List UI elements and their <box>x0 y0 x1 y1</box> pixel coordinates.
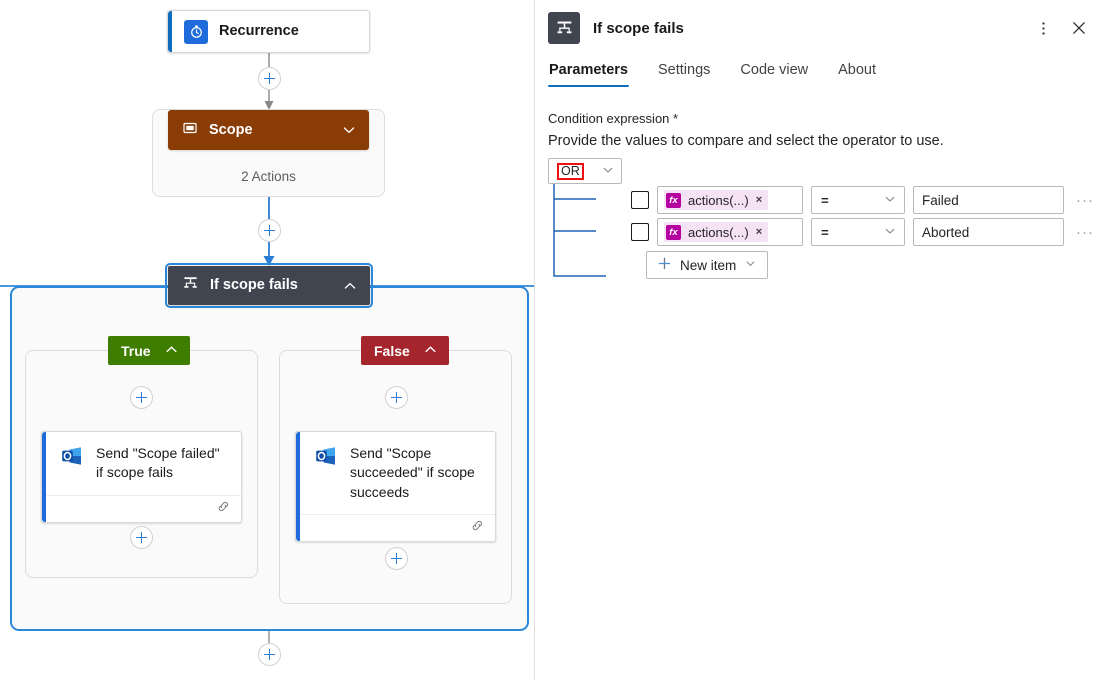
chevron-up-icon[interactable] <box>164 342 179 360</box>
row-checkbox[interactable] <box>631 191 649 209</box>
panel-header: If scope fails <box>536 0 1110 44</box>
logical-operator-row: OR <box>548 158 1094 184</box>
workflow-canvas[interactable]: Recurrence Scope 2 Actions <box>0 0 535 680</box>
condition-row: fx actions(...) × = Aborted ··· <box>631 216 1094 248</box>
branch-label-true-text: True <box>121 342 151 359</box>
branch-label-false[interactable]: False <box>361 336 449 365</box>
scope-actions-summary: 2 Actions <box>241 168 296 184</box>
add-action-button-false-bottom[interactable] <box>385 547 408 570</box>
operator-select[interactable]: = <box>811 218 905 246</box>
row-checkbox[interactable] <box>631 223 649 241</box>
outlook-icon <box>314 444 338 502</box>
remove-token-icon[interactable]: × <box>755 194 763 206</box>
tab-code-view[interactable]: Code view <box>739 58 809 87</box>
branch-label-false-text: False <box>374 342 410 359</box>
expression-token-chip[interactable]: fx actions(...) × <box>664 190 769 210</box>
panel-tabs: Parameters Settings Code view About <box>536 44 1110 87</box>
node-scope-header[interactable]: Scope <box>168 110 369 150</box>
chevron-down-icon[interactable] <box>744 257 757 273</box>
action-card-send-scope-failed[interactable]: Send "Scope failed" if scope fails <box>41 431 242 523</box>
add-action-button-true-bottom[interactable] <box>130 526 153 549</box>
condition-icon <box>548 12 580 44</box>
condition-expression-label: Condition expression * <box>548 111 1094 126</box>
new-item-label: New item <box>680 257 737 273</box>
card-accent-bar <box>296 432 300 541</box>
tab-about[interactable]: About <box>837 58 877 87</box>
add-action-button-after-recurrence[interactable] <box>258 67 281 90</box>
logical-operator-select[interactable]: OR <box>548 158 622 184</box>
add-action-button-false-top[interactable] <box>385 386 408 409</box>
condition-row: fx actions(...) × = Failed ··· <box>631 184 1094 216</box>
close-icon[interactable] <box>1064 13 1094 43</box>
new-item-row: New item <box>646 251 1094 279</box>
row-more-icon[interactable]: ··· <box>1076 191 1094 209</box>
scope-icon <box>182 120 198 141</box>
panel-body: Condition expression * Provide the value… <box>536 87 1110 279</box>
required-marker: * <box>673 111 679 126</box>
recurrence-clock-icon <box>184 19 208 44</box>
token-label: actions(...) <box>688 192 749 208</box>
connection-icon[interactable] <box>216 499 231 519</box>
condition-rows: fx actions(...) × = Failed ··· <box>548 184 1094 279</box>
node-if-scope-fails[interactable]: If scope fails <box>165 263 373 308</box>
remove-token-icon[interactable]: × <box>755 226 763 238</box>
function-icon: fx <box>666 192 681 208</box>
panel-header-actions <box>1028 13 1094 43</box>
details-panel: If scope fails Parameters Setti <box>536 0 1110 680</box>
tab-settings[interactable]: Settings <box>657 58 711 87</box>
branch-label-true[interactable]: True <box>108 336 190 365</box>
add-action-button-true-top[interactable] <box>130 386 153 409</box>
action-card-title: Send "Scope succeeded" if scope succeeds <box>350 445 475 500</box>
logical-operator-value: OR <box>557 162 584 180</box>
chevron-up-icon[interactable] <box>423 342 438 360</box>
node-recurrence-title: Recurrence <box>219 23 299 40</box>
operator-value: = <box>821 192 829 208</box>
operand-right-field[interactable]: Aborted <box>912 218 1064 246</box>
operand-left-field[interactable]: fx actions(...) × <box>657 186 804 214</box>
operand-right-field[interactable]: Failed <box>912 186 1064 214</box>
chevron-down-icon[interactable] <box>883 224 897 241</box>
node-if-title: If scope fails <box>210 277 298 294</box>
operator-select[interactable]: = <box>811 186 905 214</box>
action-card-footer <box>296 513 495 541</box>
chevron-down-icon[interactable] <box>883 192 897 209</box>
operator-value: = <box>821 224 829 240</box>
action-card-send-scope-succeeded[interactable]: Send "Scope succeeded" if scope succeeds <box>295 431 496 542</box>
expression-token-chip[interactable]: fx actions(...) × <box>664 222 769 242</box>
token-label: actions(...) <box>688 224 749 240</box>
condition-expression-label-text: Condition expression <box>548 111 670 126</box>
tab-parameters[interactable]: Parameters <box>548 58 629 87</box>
action-card-footer <box>42 494 241 522</box>
chevron-up-icon[interactable] <box>342 278 358 294</box>
new-item-button[interactable]: New item <box>646 251 769 279</box>
node-recurrence[interactable]: Recurrence <box>167 10 370 53</box>
operand-left-field[interactable]: fx actions(...) × <box>657 218 804 246</box>
chevron-down-icon[interactable] <box>341 122 357 138</box>
row-more-icon[interactable]: ··· <box>1076 223 1094 241</box>
panel-title: If scope fails <box>593 19 684 37</box>
chevron-down-icon[interactable] <box>601 163 615 180</box>
outlook-icon <box>60 444 84 483</box>
connection-icon[interactable] <box>470 518 485 538</box>
add-action-button-after-scope[interactable] <box>258 219 281 242</box>
card-accent-bar <box>42 432 46 522</box>
action-card-title: Send "Scope failed" if scope fails <box>96 445 220 481</box>
more-vertical-icon[interactable] <box>1028 13 1058 43</box>
function-icon: fx <box>666 224 681 240</box>
condition-expression-description: Provide the values to compare and select… <box>548 133 944 149</box>
condition-icon <box>182 275 199 297</box>
add-action-button-after-condition[interactable] <box>258 643 281 666</box>
plus-icon <box>657 256 672 274</box>
node-accent-bar <box>168 11 172 52</box>
node-scope-title: Scope <box>209 121 253 138</box>
